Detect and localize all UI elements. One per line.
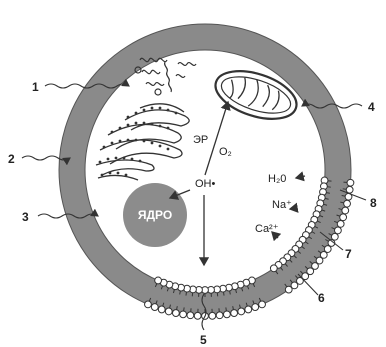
rough-er bbox=[96, 104, 189, 180]
nucleus-label: ЯДРО bbox=[138, 208, 172, 222]
h2o-label: H₂0 bbox=[268, 173, 286, 185]
oh-radical-label: OH• bbox=[195, 178, 216, 190]
label-4: 4 bbox=[368, 100, 375, 114]
label-5: 5 bbox=[200, 333, 207, 347]
label-3: 3 bbox=[22, 210, 29, 224]
label-6: 6 bbox=[318, 291, 325, 305]
label-1: 1 bbox=[32, 80, 39, 94]
label-8: 8 bbox=[370, 196, 377, 210]
label-2: 2 bbox=[8, 152, 15, 166]
o2-label: O₂ bbox=[219, 146, 232, 158]
er-label: ЭР bbox=[193, 134, 208, 146]
ca-label: Ca²⁺ bbox=[255, 223, 279, 235]
label-7: 7 bbox=[345, 247, 352, 261]
cell-membrane bbox=[72, 37, 338, 303]
na-label: Na⁺ bbox=[272, 199, 292, 211]
